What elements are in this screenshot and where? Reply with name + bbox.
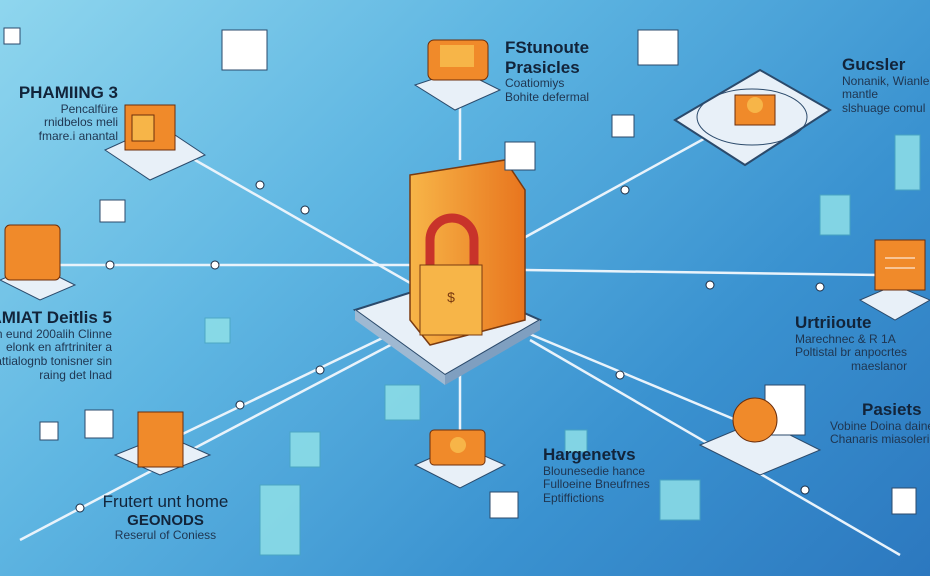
node-line: Fulloeine Bneufrnes <box>543 477 650 492</box>
node-line: Coatiomiys <box>505 76 565 91</box>
node-title: AMIAT Deitlis 5 <box>0 308 112 327</box>
node-top-left-monitor <box>103 104 207 181</box>
padlock-icon <box>425 213 479 270</box>
node-title: Pasiets <box>862 400 922 419</box>
node-line: Chanaris miasoleri <box>830 432 930 447</box>
label-top-right: Gucsler Nonanik, Wianle mantle slshuage … <box>842 55 929 116</box>
node-title: Hargenetvs <box>543 445 636 464</box>
connectors <box>75 180 825 513</box>
node-title: Urtriioute <box>795 313 872 332</box>
node-bottom-right-device <box>698 384 822 476</box>
node-line: attialognb tonisner sin <box>0 354 112 369</box>
node-bottom-center-device <box>413 429 507 489</box>
label-top: FStunoute Prasicles Coatiomiys Bohite de… <box>505 38 589 105</box>
node-title: PHAMIING 3 <box>18 83 118 102</box>
node-line: mantle <box>842 87 879 102</box>
label-bottom-center: Hargenetvs Blounesedie hance Fulloeine B… <box>543 445 650 506</box>
node-title: Gucsler <box>842 55 906 74</box>
label-left: AMIAT Deitlis 5 n eund 200alih Clinne el… <box>0 308 112 383</box>
node-line: raing det lnad <box>39 367 112 382</box>
node-line: Eptiffictions <box>543 491 605 506</box>
node-top-device <box>413 39 502 111</box>
label-right: Urtriioute Marechnec & R 1A Poltistal br… <box>795 313 907 374</box>
node-title: Prasicles <box>505 57 580 77</box>
node-line: elonk en afrtriniter a <box>5 340 112 355</box>
node-line: fmare.i anantal <box>38 129 118 144</box>
node-left-device <box>0 224 77 301</box>
node-line: Bohite defermal <box>505 89 590 104</box>
node-line: n eund 200alih Clinne <box>0 326 112 341</box>
node-line: slshuage comul <box>842 101 926 116</box>
node-line: maeslanor <box>851 359 908 374</box>
decorative-cubes <box>3 27 917 519</box>
node-line: Vobine Doina daine <box>830 418 930 433</box>
label-bottom-left: Frutert unt home GEONODS Reserul of Coni… <box>98 492 233 543</box>
svg-text:$: $ <box>447 289 455 305</box>
node-line: rnidbelos meli <box>43 115 118 130</box>
node-line: Nonanik, Wianle <box>842 73 930 88</box>
node-title: FStunoute <box>505 38 590 57</box>
node-line: Marechnec & R 1A <box>795 331 896 346</box>
node-line: Blounesedie hance <box>543 463 646 478</box>
central-lock-hub: $ <box>352 159 543 385</box>
node-title: Frutert unt home <box>102 492 229 511</box>
node-line: Poltistal br anpocrtes <box>795 345 908 360</box>
label-top-left: PHAMIING 3 Pencalfüre rnidbelos meli fma… <box>0 83 118 144</box>
node-line: Pencalfüre <box>60 101 118 116</box>
node-right-device <box>858 239 930 321</box>
decorative-teal-blocks <box>204 134 921 556</box>
label-bottom-right: Pasiets Vobine Doina daine Chanaris mias… <box>830 400 930 447</box>
node-bottom-left-device <box>113 411 212 476</box>
node-title: GEONODS <box>127 511 204 529</box>
node-top-right-disk <box>673 68 832 167</box>
node-line: Reserul of Coniess <box>114 527 217 542</box>
